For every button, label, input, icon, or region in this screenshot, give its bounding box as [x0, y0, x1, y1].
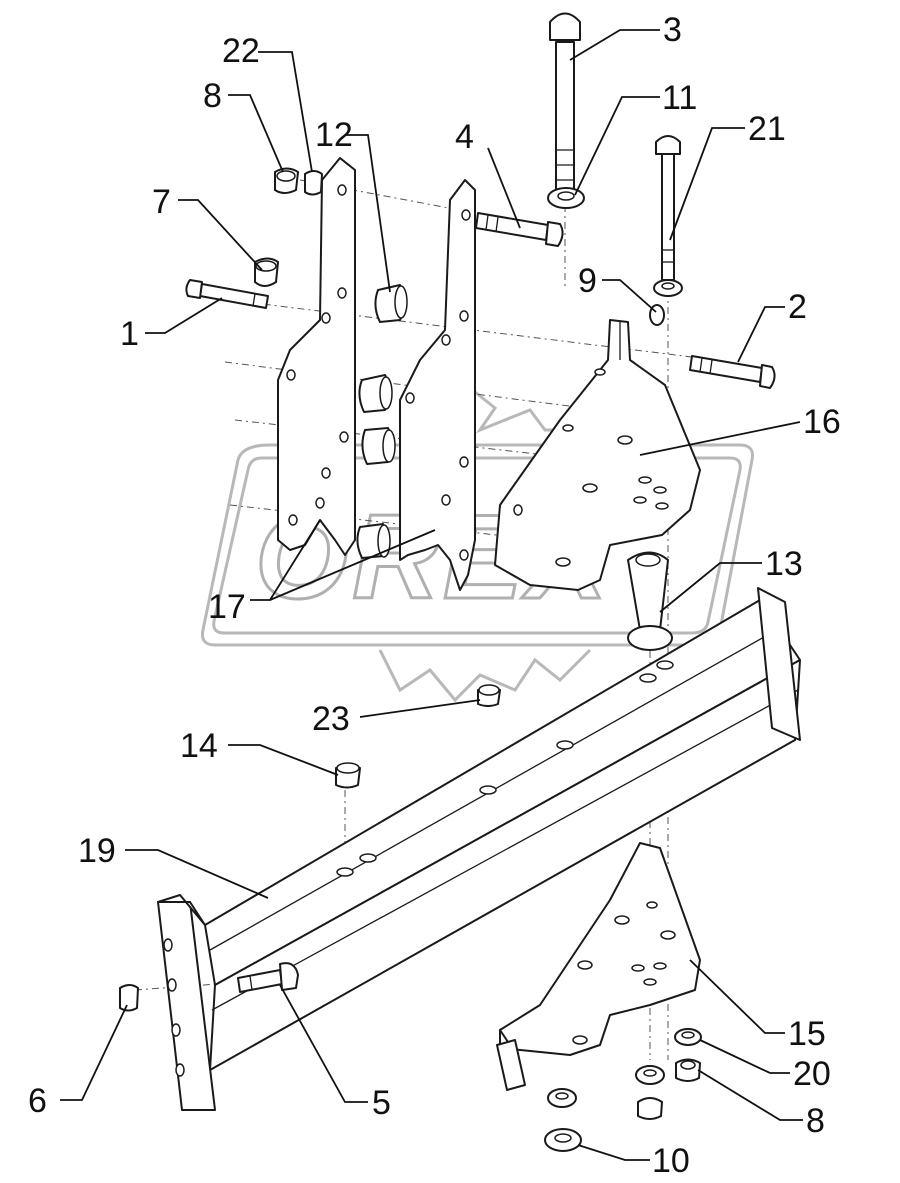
- callout-16: 16: [803, 403, 841, 441]
- callout-3: 3: [663, 11, 682, 49]
- part-2-bolt: [689, 355, 776, 389]
- callout-10: 10: [652, 1142, 690, 1180]
- callout-20: 20: [793, 1055, 831, 1093]
- part-3-long-bolt: [549, 12, 581, 193]
- part-17-side-plate-left: [277, 157, 356, 556]
- part-22-washer: [304, 170, 323, 196]
- leader-lines: [60, 29, 803, 1161]
- callout-15: 15: [788, 1015, 826, 1053]
- part-23-plug: [477, 684, 501, 707]
- callout-22: 22: [222, 32, 260, 70]
- callout-2: 2: [788, 288, 807, 326]
- callout-7: 7: [152, 183, 171, 221]
- part-20-washer: [674, 1028, 702, 1046]
- part-7-nut: [254, 257, 279, 287]
- callout-23: 23: [312, 700, 350, 738]
- callout-14: 14: [180, 727, 218, 765]
- callout-21: 21: [748, 110, 786, 148]
- callout-9: 9: [578, 262, 597, 300]
- callout-4: 4: [455, 118, 474, 156]
- part-1-bolt: [185, 279, 269, 309]
- part-5-bolt: [237, 962, 299, 993]
- part-21-bolt: [655, 135, 681, 281]
- part-4-bolt: [475, 212, 564, 247]
- callout-11: 11: [662, 79, 697, 117]
- part-9-washer: [649, 279, 683, 326]
- part-14-plug: [335, 762, 361, 789]
- lower-washer-stack: [547, 1065, 665, 1120]
- callout-12: 12: [315, 116, 353, 154]
- part-10-washer: [544, 1128, 582, 1152]
- part-8-nut-upper: [274, 167, 299, 194]
- part-13-pivot-pin: [627, 551, 673, 651]
- callout-13: 13: [765, 545, 803, 583]
- callout-5: 5: [372, 1084, 391, 1122]
- part-17-side-plate-right: [399, 179, 476, 591]
- callout-labels: 3 11 21 4 22 8 12 7 1 9 2 16 13 17 23 14…: [28, 11, 841, 1180]
- part-16-upper-bracket: [494, 319, 701, 591]
- callout-8-upper: 8: [203, 77, 222, 115]
- part-8-nut-lower: [675, 1058, 701, 1082]
- part-15-lower-bracket: [496, 842, 701, 1091]
- callout-17: 17: [208, 588, 246, 626]
- callout-19: 19: [78, 832, 116, 870]
- part-12-spacers: [356, 284, 408, 559]
- part-19-beam: [157, 587, 801, 1111]
- part-11-washer: [547, 187, 585, 209]
- part-6-nut: [119, 984, 139, 1012]
- callout-6: 6: [28, 1082, 47, 1120]
- callout-1: 1: [120, 315, 139, 353]
- callout-8-lower: 8: [806, 1102, 825, 1140]
